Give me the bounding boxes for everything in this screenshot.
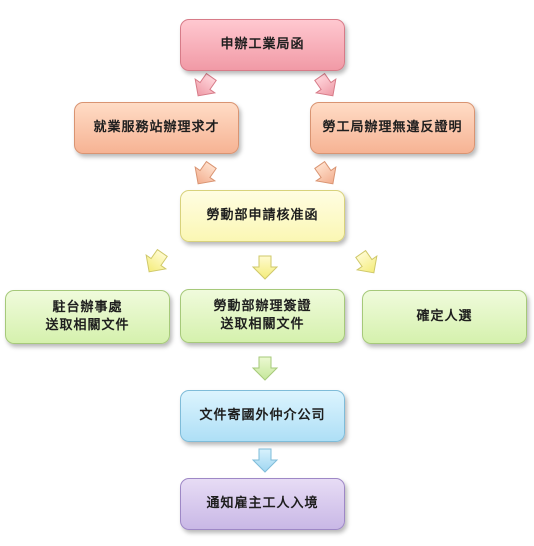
node-label: 申辦工業局函 <box>220 37 305 52</box>
node-ministry-visa-documents: 勞動部辦理簽證 送取相關文件 <box>180 289 345 343</box>
node-label: 勞工局辦理無違反證明 <box>322 120 463 135</box>
node-labor-bureau-certificate: 勞工局辦理無違反證明 <box>310 102 475 154</box>
node-confirm-candidates: 確定人選 <box>362 290 527 344</box>
arrow-station-to-ministry <box>187 157 222 192</box>
node-send-documents-to-agency: 文件寄國外仲介公司 <box>180 390 345 442</box>
node-taipei-office-documents: 駐台辦事處 送取相關文件 <box>5 290 170 344</box>
node-notify-employer-worker-entry: 通知雇主工人入境 <box>180 478 345 530</box>
node-label: 文件寄國外仲介公司 <box>199 408 326 423</box>
arrow-agency-to-notify <box>252 448 278 473</box>
node-label: 駐台辦事處 送取相關文件 <box>45 300 130 333</box>
arrow-labor-to-ministry <box>309 157 344 192</box>
node-employment-station-recruitment: 就業服務站辦理求才 <box>74 102 239 154</box>
node-label: 確定人選 <box>416 309 473 324</box>
node-ministry-approval-letter: 勞動部申請核准函 <box>180 190 345 242</box>
arrow-ministry-to-confirm <box>350 246 385 281</box>
node-label: 勞動部辦理簽證 送取相關文件 <box>213 299 312 332</box>
arrow-ministry-to-office <box>138 245 173 280</box>
node-label: 就業服務站辦理求才 <box>93 120 220 135</box>
node-label: 勞動部申請核准函 <box>206 208 319 223</box>
node-label: 通知雇主工人入境 <box>206 496 319 511</box>
arrow-apply-to-station <box>187 69 222 104</box>
node-apply-industrial-bureau-letter: 申辦工業局函 <box>180 19 345 71</box>
arrow-apply-to-labor <box>309 69 344 104</box>
arrow-ministry-to-visa <box>252 255 278 280</box>
arrow-visa-to-agency <box>252 356 278 381</box>
